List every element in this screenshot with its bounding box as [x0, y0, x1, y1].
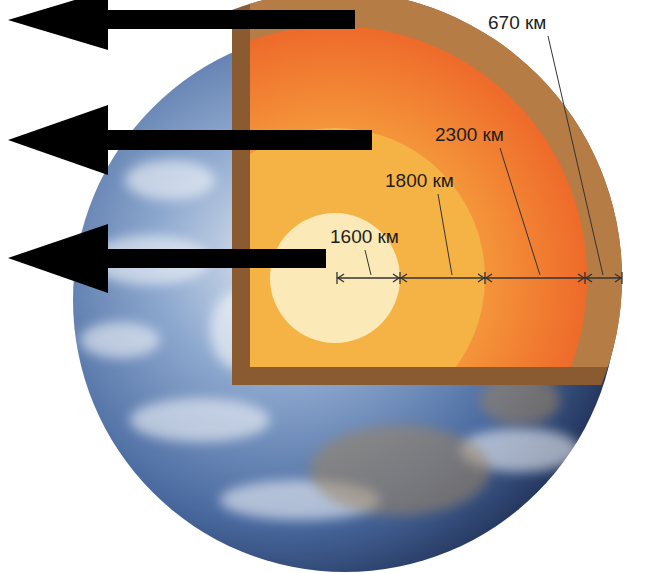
leader-lines: [365, 36, 603, 275]
dimension-line: [337, 272, 622, 284]
dimension-label: 1600 км: [330, 226, 399, 248]
cutaway-side: [232, 0, 622, 385]
crust: [250, 0, 622, 367]
black-arrows: [8, 0, 372, 293]
dimension-label: 670 км: [488, 12, 546, 34]
outer-core: [250, 128, 485, 367]
dimension-label: 2300 км: [435, 124, 504, 146]
mantle: [250, 26, 587, 367]
cutaway-layers: [250, 0, 622, 367]
dimension-label: 1800 км: [385, 170, 454, 192]
land: [310, 375, 560, 515]
